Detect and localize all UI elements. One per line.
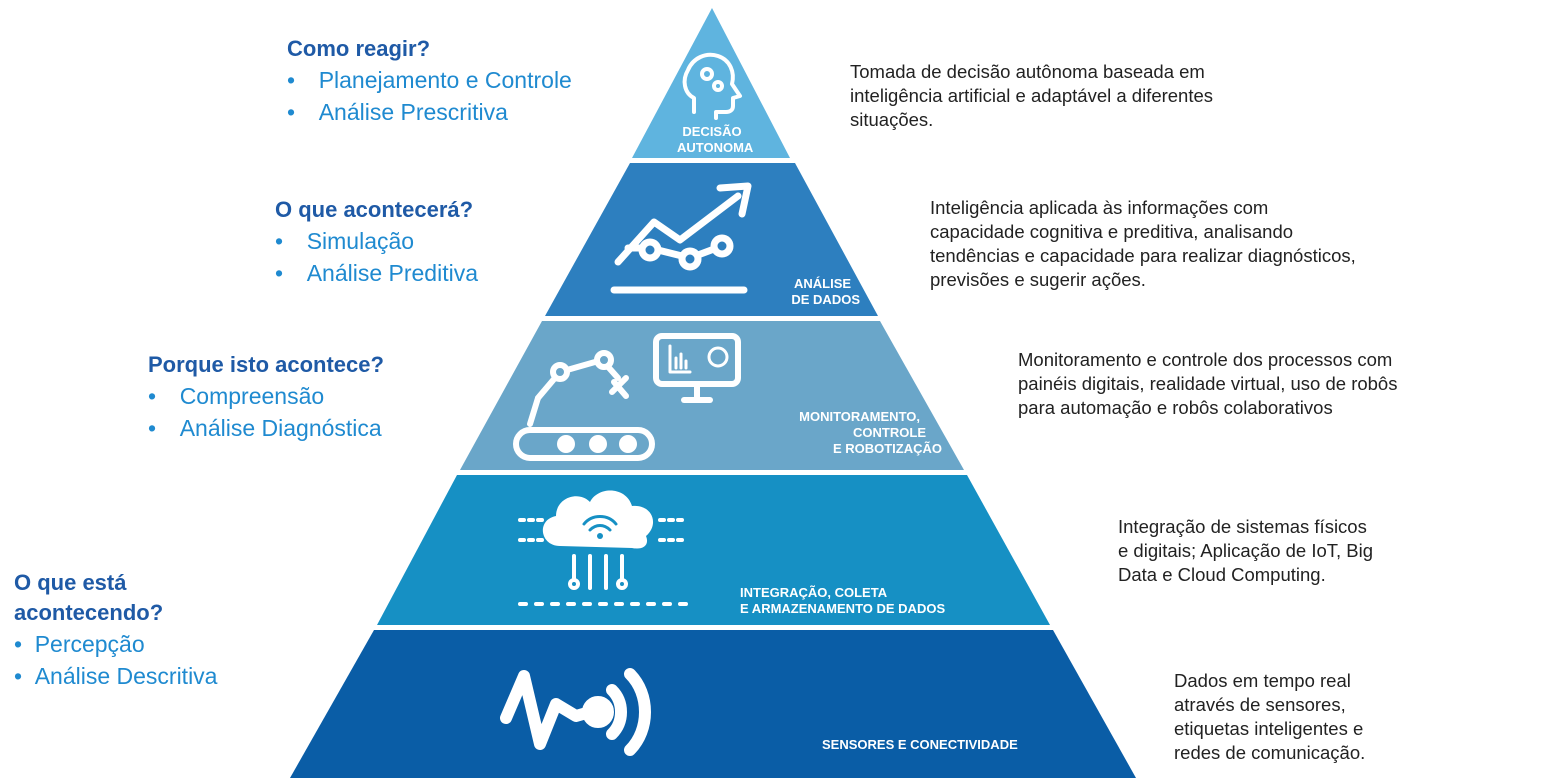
level-description-analise: Inteligência aplicada às informações com…: [930, 197, 1356, 290]
list-item: •Simulação: [275, 225, 478, 257]
level-description-monitoramento: Monitoramento e controle dos processos c…: [1018, 349, 1398, 418]
question-block-diagnostic: Porque isto acontece? •Compreensão •Anál…: [148, 350, 384, 444]
level-label-integracao: INTEGRAÇÃO, COLETA E ARMAZENAMENTO DE DA…: [740, 585, 946, 616]
level-label-monitoramento: MONITORAMENTO, CONTROLE E ROBOTIZAÇÃO: [799, 409, 942, 456]
question-block-prescriptive: Como reagir? •Planejamento e Controle •A…: [287, 34, 572, 128]
level-description-integracao: Integração de sistemas físicos e digitai…: [1118, 516, 1374, 585]
bullet-icon: •: [14, 663, 23, 689]
level-label-decisao: DECISÃO AUTONOMA: [677, 124, 754, 155]
level-label-sensores: SENSORES E CONECTIVIDADE: [822, 737, 1018, 752]
question-title: O que acontecerá?: [275, 197, 474, 222]
pyramid-level-sensores: [290, 630, 1136, 778]
trend-chart-icon: [610, 182, 752, 294]
question-block-predictive: O que acontecerá? •Simulação •Análise Pr…: [275, 195, 478, 289]
cloud-network-icon: [518, 490, 688, 606]
question-list: •Compreensão •Análise Diagnóstica: [148, 380, 384, 444]
question-list: •Percepção •Análise Descritiva: [14, 628, 244, 692]
question-title: Como reagir?: [287, 36, 431, 61]
question-title: O que está acontecendo?: [14, 570, 164, 625]
bullet-icon: •: [275, 228, 284, 254]
list-item: •Planejamento e Controle: [287, 64, 572, 96]
list-item: •Compreensão: [148, 380, 384, 412]
level-label-analise: ANÁLISE DE DADOS: [791, 276, 860, 307]
question-title: Porque isto acontece?: [148, 352, 384, 377]
list-item: •Análise Diagnóstica: [148, 412, 384, 444]
bullet-icon: •: [14, 631, 23, 657]
bullet-icon: •: [287, 99, 296, 125]
question-list: •Simulação •Análise Preditiva: [275, 225, 478, 289]
list-item: •Análise Prescritiva: [287, 96, 572, 128]
sensor-signal-icon: [500, 668, 651, 756]
question-list: •Planejamento e Controle •Análise Prescr…: [287, 64, 572, 128]
question-block-descriptive: O que está acontecendo? •Percepção •Anál…: [14, 568, 244, 692]
list-item: •Análise Descritiva: [14, 660, 244, 692]
list-item: •Percepção: [14, 628, 244, 660]
pyramid-level-integracao: [377, 475, 1050, 625]
robot-arm-conveyor-icon: [513, 333, 741, 461]
bullet-icon: •: [287, 67, 296, 93]
pyramid-level-analise: [545, 163, 878, 316]
pyramid-level-decisao: [632, 8, 790, 158]
bullet-icon: •: [148, 415, 157, 441]
level-description-decisao: Tomada de decisão autônoma baseada em in…: [850, 61, 1214, 130]
list-item: •Análise Preditiva: [275, 257, 478, 289]
bullet-icon: •: [148, 383, 157, 409]
level-description-sensores: Dados em tempo real através de sensores,…: [1174, 670, 1366, 763]
bullet-icon: •: [275, 260, 284, 286]
brain-gears-icon: [682, 52, 742, 120]
